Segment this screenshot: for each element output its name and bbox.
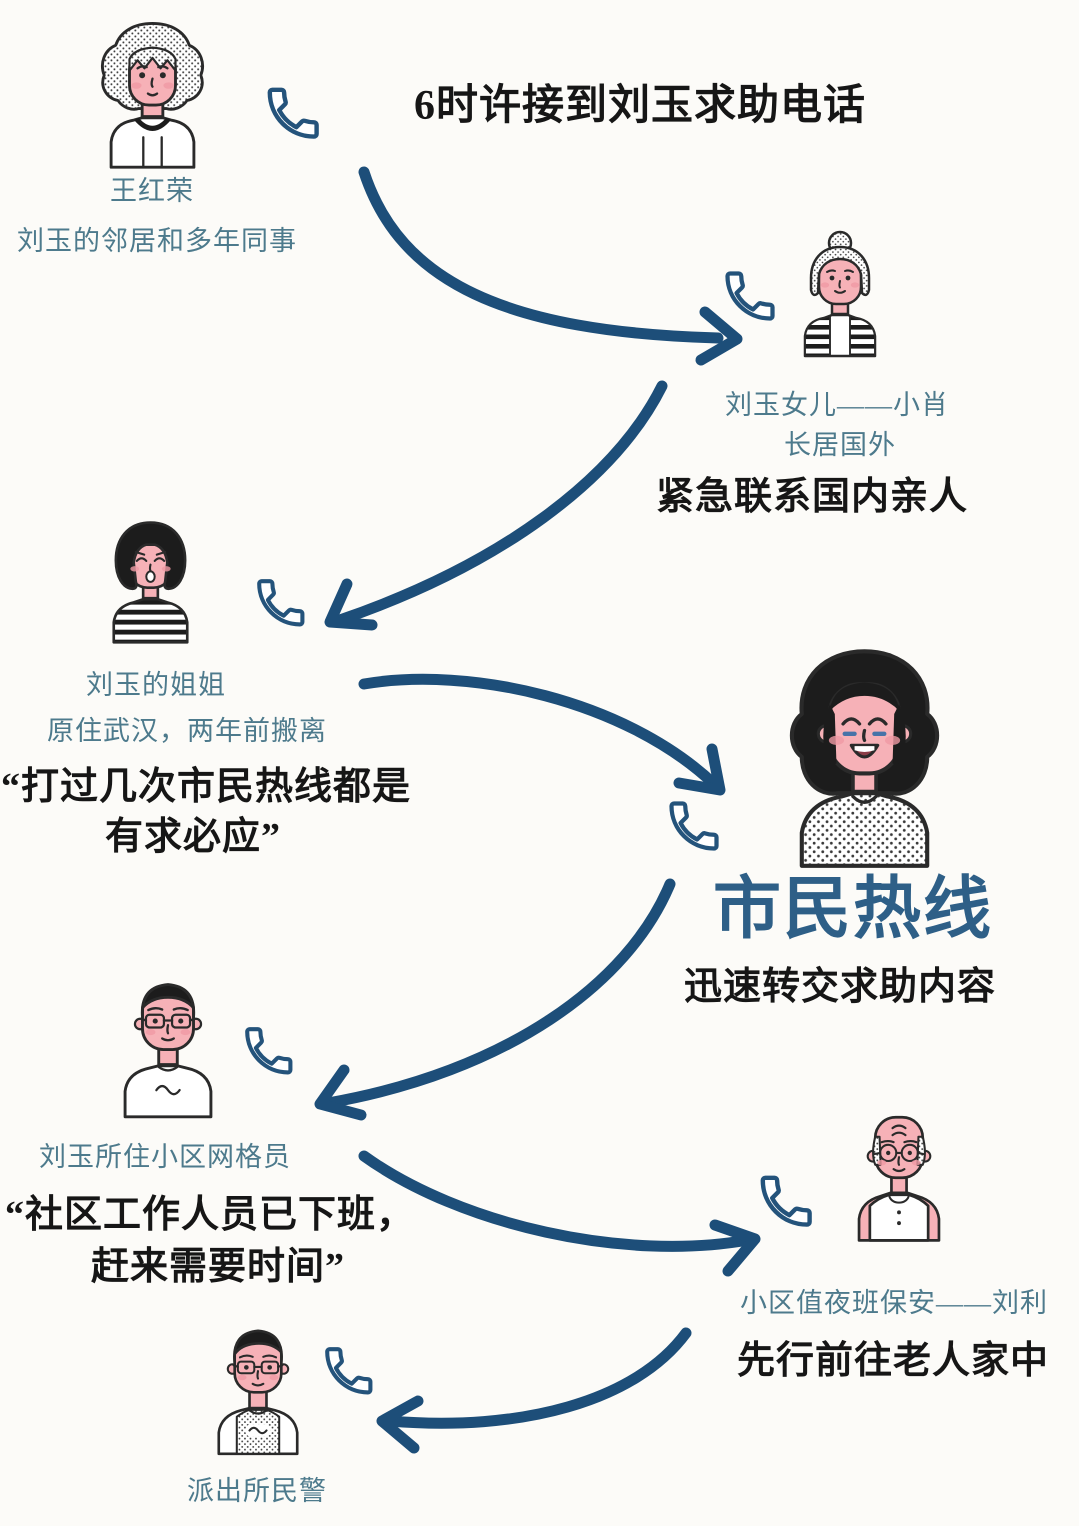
gridworker-quote-line2: 赶来需要时间” [90,1246,346,1288]
avatar-gridworker [123,983,213,1119]
arrow-gridworker-to-guard [358,1150,761,1277]
daughter-desc: 长居国外 [784,430,896,460]
daughter-action: 紧急联系国内亲人 [655,476,969,518]
phone-icon [247,1029,290,1072]
avatar-hotline [789,649,940,868]
arrow-daughter-to-sister [324,380,668,631]
avatar-daughter [803,230,877,358]
guard-action: 先行前往老人家中 [736,1340,1050,1382]
sister-desc: 原住武汉，两年前搬离 [47,716,327,746]
flow-arrows [314,166,761,1454]
caller-desc: 刘玉的邻居和多年同事 [17,226,297,256]
hotline-action: 迅速转交求助内容 [683,966,997,1008]
arrow-caller-to-daughter [358,166,743,366]
guard-name: 小区值夜班保安——刘利 [740,1288,1048,1318]
hotline-title: 市民热线 [712,871,994,947]
police-name: 派出所民警 [187,1476,327,1506]
gridworker-name: 刘玉所住小区网格员 [39,1142,291,1172]
arrow-sister-to-hotline [358,673,726,796]
daughter-name: 刘玉女儿——小肖 [725,390,949,420]
headline-call-event: 6时许接到刘玉求助电话 [413,83,867,129]
sister-name: 刘玉的姐姐 [86,670,226,700]
caller-name: 王红荣 [110,176,194,206]
arrow-guard-to-police [376,1327,692,1454]
arrow-hotline-to-gridworker [314,878,676,1121]
sister-quote-line2: 有求必应” [104,816,282,858]
avatar-guard [857,1115,941,1242]
phone-icon [763,1178,810,1225]
phone-icon [259,581,302,624]
gridworker-quote-line1: “社区工作人员已下班， [4,1194,416,1236]
phone-icon [270,90,317,137]
phone-icon [672,804,717,849]
phone-icon [327,1349,370,1392]
avatar-caller [101,22,204,169]
phone-icon [728,274,773,319]
avatar-police [217,1329,299,1456]
sister-quote-line1: “打过几次市民热线都是 [0,766,412,808]
avatar-sister [112,521,189,644]
